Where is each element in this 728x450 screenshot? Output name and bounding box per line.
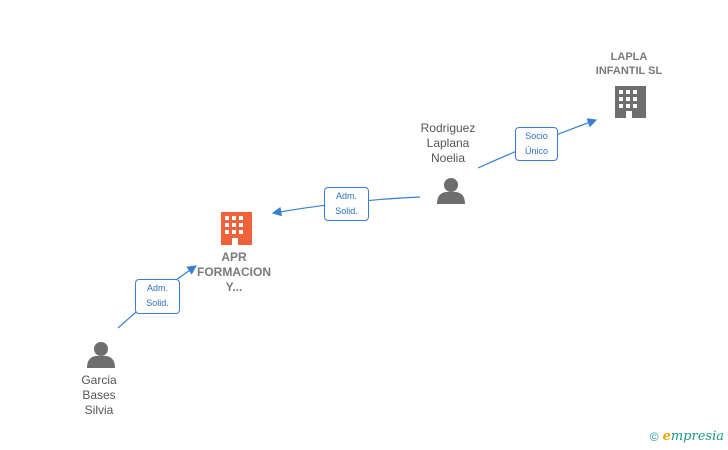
edge-label-socio-unico: Socio Único (515, 127, 558, 161)
node-label-lapla[interactable]: LAPLA INFANTIL SL (595, 51, 663, 77)
node-label-apr[interactable]: APR FORMACION Y... (197, 250, 271, 294)
empresia-copyright: © empresia (650, 429, 724, 444)
copyright-icon: © (649, 429, 659, 444)
node-label-garcia[interactable]: Garcia Bases Silvia (81, 373, 117, 417)
person-icon-rodriguez[interactable] (437, 178, 465, 204)
node-label-rodriguez[interactable]: Rodriguez Laplana Noelia (420, 121, 476, 165)
building-icon-lapla[interactable] (615, 86, 646, 118)
edge-label-adm-solid-garcia: Adm. Solid. (135, 279, 180, 314)
building-icon-apr[interactable] (221, 212, 252, 245)
empresia-logo: empresia (662, 429, 724, 444)
person-icon-garcia[interactable] (87, 342, 115, 368)
edge-label-adm-solid-rodriguez: Adm. Solid. (324, 187, 369, 221)
